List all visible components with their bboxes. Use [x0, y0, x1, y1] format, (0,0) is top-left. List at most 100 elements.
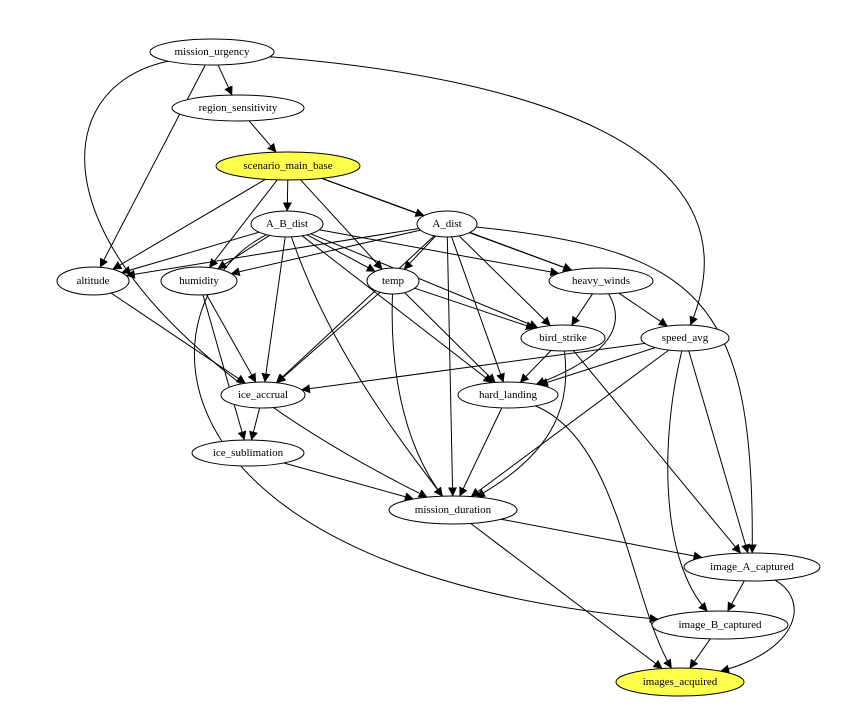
- edge-mission_urgency-to-region_sensitivity: [217, 64, 233, 96]
- node-ice_sublimation: ice_sublimation: [191, 439, 305, 467]
- node-ellipse-ice_sublimation: [191, 439, 305, 467]
- edge-scenario_main_base-to-A_B_dist: [282, 179, 292, 212]
- edge-bird_strike-to-mission_duration: [475, 350, 567, 498]
- node-images_acquired: images_acquired: [615, 667, 745, 697]
- node-humidity: humidity: [160, 266, 238, 296]
- edge-hard_landing-to-images_acquired: [535, 405, 672, 669]
- node-ellipse-bird_strike: [520, 324, 606, 352]
- edge-A_dist-to-altitude: [125, 228, 419, 279]
- edge-altitude-to-ice_accrual: [110, 292, 246, 384]
- edge-image_A_captured-to-image_B_captured: [727, 580, 745, 612]
- edge-hard_landing-to-mission_duration: [459, 407, 503, 497]
- node-ellipse-A_B_dist: [250, 210, 324, 238]
- node-label-temp: temp: [382, 275, 404, 287]
- edge-bird_strike-to-hard_landing: [519, 350, 552, 383]
- node-label-A_B_dist: A_B_dist: [266, 218, 308, 230]
- node-ellipse-mission_urgency: [149, 38, 275, 66]
- edge-mission_duration-to-images_acquired: [470, 523, 663, 669]
- edge-temp-to-bird_strike: [414, 287, 535, 330]
- edge-A_B_dist-to-mission_duration: [290, 236, 443, 497]
- node-ellipse-image_A_captured: [683, 552, 821, 582]
- edge-A_dist-to-image_A_captured: [476, 226, 757, 554]
- node-ellipse-scenario_main_base: [215, 151, 361, 181]
- edge-mission_duration-to-image_A_captured: [501, 518, 703, 561]
- edge-bird_strike-to-image_A_captured: [573, 350, 741, 554]
- node-ellipse-hard_landing: [457, 381, 559, 409]
- node-A_dist: A_dist: [416, 210, 478, 238]
- edge-A_dist-to-bird_strike: [458, 235, 551, 326]
- node-mission_urgency: mission_urgency: [149, 38, 275, 66]
- edge-region_sensitivity-to-scenario_main_base: [248, 120, 277, 153]
- edge-A_dist-to-ice_accrual: [275, 235, 435, 384]
- edge-A_B_dist-to-bird_strike: [310, 233, 539, 329]
- nodes-layer: mission_urgency region_sensitivityscenari…: [56, 38, 821, 697]
- node-ellipse-altitude: [56, 266, 130, 296]
- node-label-speed_avg: speed_avg: [662, 332, 709, 344]
- edge-mission_urgency-to-altitude: [99, 64, 206, 268]
- edge-A_B_dist-to-humidity: [217, 234, 270, 270]
- node-label-ice_sublimation: ice_sublimation: [213, 447, 284, 459]
- edge-mission_urgency-to-speed_avg: [269, 56, 705, 326]
- edge-image_B_captured-to-images_acquired: [689, 638, 711, 669]
- edge-temp-to-ice_accrual: [276, 291, 381, 384]
- node-mission_duration: mission_duration: [388, 495, 518, 525]
- edge-ice_accrual-to-ice_sublimation: [249, 407, 261, 441]
- edge-ice_sublimation-to-mission_duration: [283, 462, 414, 502]
- node-label-region_sensitivity: region_sensitivity: [199, 102, 278, 114]
- edge-humidity-to-ice_accrual: [206, 294, 257, 383]
- edge-A_B_dist-to-heavy_winds: [319, 229, 560, 277]
- node-hard_landing: hard_landing: [457, 381, 559, 409]
- edge-A_B_dist-to-ice_accrual: [261, 236, 286, 383]
- edge-speed_avg-to-hard_landing: [538, 347, 656, 387]
- node-ellipse-speed_avg: [640, 324, 730, 352]
- edge-A_B_dist-to-temp: [306, 234, 376, 272]
- node-label-image_A_captured: image_A_captured: [710, 561, 794, 573]
- edge-scenario_main_base-to-humidity: [209, 179, 278, 268]
- node-ellipse-temp: [366, 267, 420, 295]
- node-label-scenario_main_base: scenario_main_base: [243, 160, 332, 172]
- node-ice_accrual: ice_accrual: [220, 381, 306, 409]
- node-label-ice_accrual: ice_accrual: [238, 389, 288, 401]
- edge-temp-to-hard_landing: [404, 292, 496, 383]
- node-bird_strike: bird_strike: [520, 324, 606, 352]
- edge-A_dist-to-mission_duration: [446, 236, 458, 497]
- node-ellipse-humidity: [160, 266, 238, 296]
- node-label-hard_landing: hard_landing: [479, 389, 538, 401]
- node-label-images_acquired: images_acquired: [643, 676, 718, 688]
- node-label-heavy_winds: heavy_winds: [572, 275, 630, 287]
- edge-heavy_winds-to-bird_strike: [571, 293, 593, 326]
- node-ellipse-heavy_winds: [548, 267, 654, 295]
- node-altitude: altitude: [56, 266, 130, 296]
- edges-layer: [84, 56, 795, 674]
- node-A_B_dist: A_B_dist: [250, 210, 324, 238]
- edge-heavy_winds-to-speed_avg: [618, 292, 668, 327]
- edge-speed_avg-to-ice_accrual: [301, 342, 646, 394]
- node-image_B_captured: image_B_captured: [651, 610, 789, 640]
- edge-A_dist-to-humidity: [230, 229, 421, 277]
- node-ellipse-region_sensitivity: [171, 94, 305, 122]
- node-region_sensitivity: region_sensitivity: [171, 94, 305, 122]
- node-label-image_B_captured: image_B_captured: [678, 619, 762, 631]
- node-label-altitude: altitude: [77, 275, 110, 287]
- edge-temp-to-mission_duration: [391, 293, 443, 497]
- edge-mission_urgency-to-mission_duration: [84, 60, 428, 498]
- node-ellipse-image_B_captured: [651, 610, 789, 640]
- node-temp: temp: [366, 267, 420, 295]
- node-scenario_main_base: scenario_main_base: [215, 151, 361, 181]
- node-label-A_dist: A_dist: [432, 218, 461, 230]
- node-ellipse-mission_duration: [388, 495, 518, 525]
- node-ellipse-A_dist: [416, 210, 478, 238]
- node-label-mission_duration: mission_duration: [415, 504, 492, 516]
- edge-image_A_captured-to-images_acquired: [720, 579, 795, 674]
- node-ellipse-ice_accrual: [220, 381, 306, 409]
- edge-speed_avg-to-image_B_captured: [667, 350, 708, 612]
- edge-humidity-to-ice_sublimation: [202, 294, 247, 441]
- node-label-humidity: humidity: [179, 275, 219, 287]
- node-label-mission_urgency: mission_urgency: [175, 46, 250, 58]
- edge-A_dist-to-heavy_winds: [469, 231, 573, 272]
- edge-speed_avg-to-mission_duration: [470, 349, 669, 498]
- edge-scenario_main_base-to-temp: [300, 179, 383, 270]
- edge-heavy_winds-to-hard_landing: [535, 293, 616, 386]
